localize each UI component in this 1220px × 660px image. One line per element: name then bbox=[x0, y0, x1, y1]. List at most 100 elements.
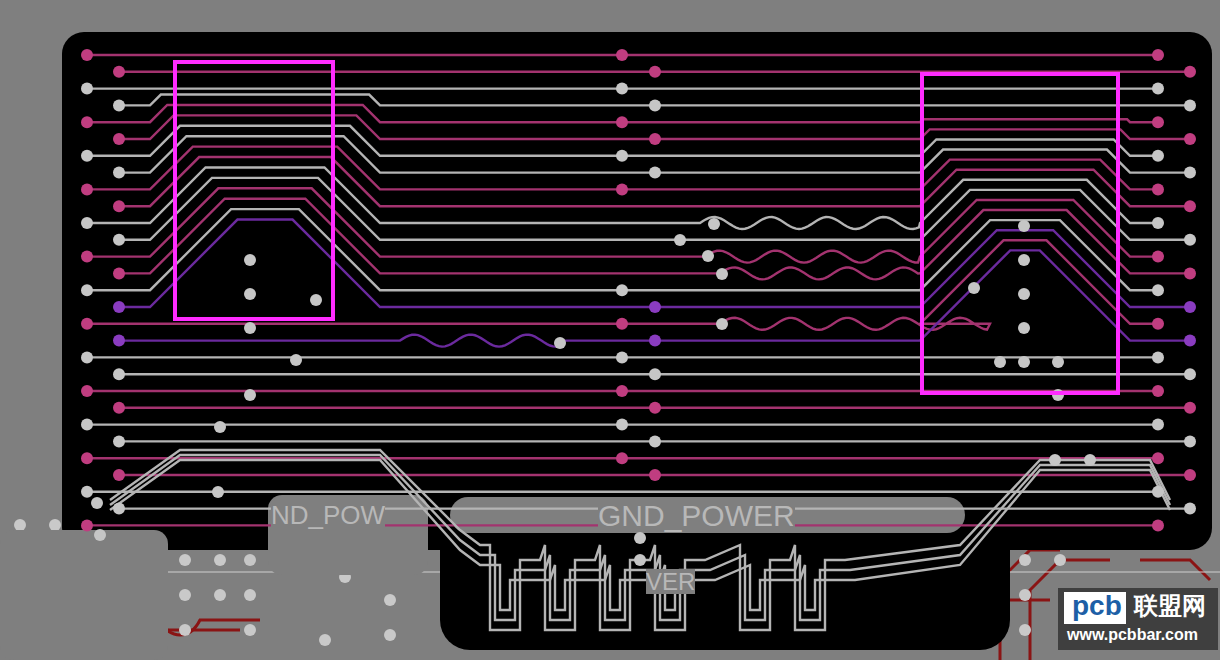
via bbox=[616, 116, 628, 128]
via bbox=[214, 421, 226, 433]
via bbox=[1184, 267, 1196, 279]
signal-trace bbox=[119, 220, 1190, 307]
via bbox=[113, 503, 125, 515]
net-name: VER bbox=[646, 569, 695, 594]
via bbox=[1054, 554, 1066, 566]
via bbox=[244, 288, 256, 300]
via bbox=[649, 335, 661, 347]
signal-trace bbox=[87, 240, 1158, 330]
via bbox=[1152, 251, 1164, 263]
via bbox=[1184, 335, 1196, 347]
via bbox=[81, 519, 93, 531]
via bbox=[649, 133, 661, 145]
via bbox=[113, 200, 125, 212]
via bbox=[702, 250, 714, 262]
via bbox=[1184, 301, 1196, 313]
via bbox=[634, 532, 646, 544]
via bbox=[554, 337, 566, 349]
via bbox=[1184, 66, 1196, 78]
via bbox=[1019, 589, 1031, 601]
via bbox=[1184, 167, 1196, 179]
via bbox=[179, 554, 191, 566]
via bbox=[81, 385, 93, 397]
via bbox=[616, 83, 628, 95]
via bbox=[81, 217, 93, 229]
via bbox=[290, 354, 302, 366]
via bbox=[244, 554, 256, 566]
via bbox=[674, 234, 686, 246]
highlight-box bbox=[175, 62, 333, 319]
via bbox=[113, 167, 125, 179]
via bbox=[113, 469, 125, 481]
via bbox=[1018, 254, 1030, 266]
via bbox=[244, 322, 256, 334]
via bbox=[81, 452, 93, 464]
via bbox=[616, 183, 628, 195]
via bbox=[244, 624, 256, 636]
via bbox=[81, 318, 93, 330]
via bbox=[1152, 318, 1164, 330]
via bbox=[113, 402, 125, 414]
via bbox=[113, 133, 125, 145]
via bbox=[81, 183, 93, 195]
via bbox=[179, 624, 191, 636]
via bbox=[244, 389, 256, 401]
watermark-logo-box bbox=[1064, 592, 1126, 624]
via bbox=[1152, 284, 1164, 296]
via bbox=[319, 634, 331, 646]
via bbox=[81, 251, 93, 263]
via bbox=[244, 589, 256, 601]
via bbox=[179, 589, 191, 601]
via bbox=[1184, 133, 1196, 145]
via bbox=[616, 419, 628, 431]
via bbox=[81, 83, 93, 95]
via bbox=[81, 351, 93, 363]
via bbox=[634, 554, 646, 566]
via bbox=[716, 268, 728, 280]
via bbox=[616, 385, 628, 397]
via bbox=[716, 318, 728, 330]
via bbox=[649, 66, 661, 78]
via bbox=[1052, 356, 1064, 368]
via bbox=[1018, 322, 1030, 334]
via bbox=[1152, 217, 1164, 229]
via bbox=[649, 368, 661, 380]
via bbox=[113, 435, 125, 447]
via bbox=[310, 294, 322, 306]
via bbox=[649, 301, 661, 313]
ground-island bbox=[0, 530, 168, 660]
via bbox=[94, 529, 106, 541]
via bbox=[113, 368, 125, 380]
via bbox=[113, 234, 125, 246]
via bbox=[1018, 356, 1030, 368]
via bbox=[649, 469, 661, 481]
via bbox=[1184, 503, 1196, 515]
via bbox=[113, 267, 125, 279]
net-name: ND_POW bbox=[271, 502, 385, 529]
via bbox=[649, 402, 661, 414]
via bbox=[1019, 554, 1031, 566]
via bbox=[1152, 519, 1164, 531]
watermark-backdrop bbox=[1058, 588, 1218, 650]
copper-trace bbox=[1140, 560, 1210, 580]
via bbox=[14, 519, 26, 531]
via bbox=[994, 356, 1006, 368]
via bbox=[616, 150, 628, 162]
via bbox=[1184, 99, 1196, 111]
via bbox=[649, 167, 661, 179]
via bbox=[616, 284, 628, 296]
via bbox=[1152, 452, 1164, 464]
serpentine-bundle bbox=[110, 450, 1170, 630]
via bbox=[649, 99, 661, 111]
board-region bbox=[0, 32, 1212, 660]
via bbox=[1152, 183, 1164, 195]
signal-trace bbox=[119, 250, 1190, 346]
via bbox=[616, 351, 628, 363]
watermark-url: www.pcbbar.com bbox=[1067, 627, 1198, 644]
via bbox=[1184, 234, 1196, 246]
via-field bbox=[81, 49, 1196, 566]
via bbox=[1152, 385, 1164, 397]
signal-trace bbox=[87, 491, 1158, 493]
via bbox=[113, 99, 125, 111]
via bbox=[1152, 83, 1164, 95]
